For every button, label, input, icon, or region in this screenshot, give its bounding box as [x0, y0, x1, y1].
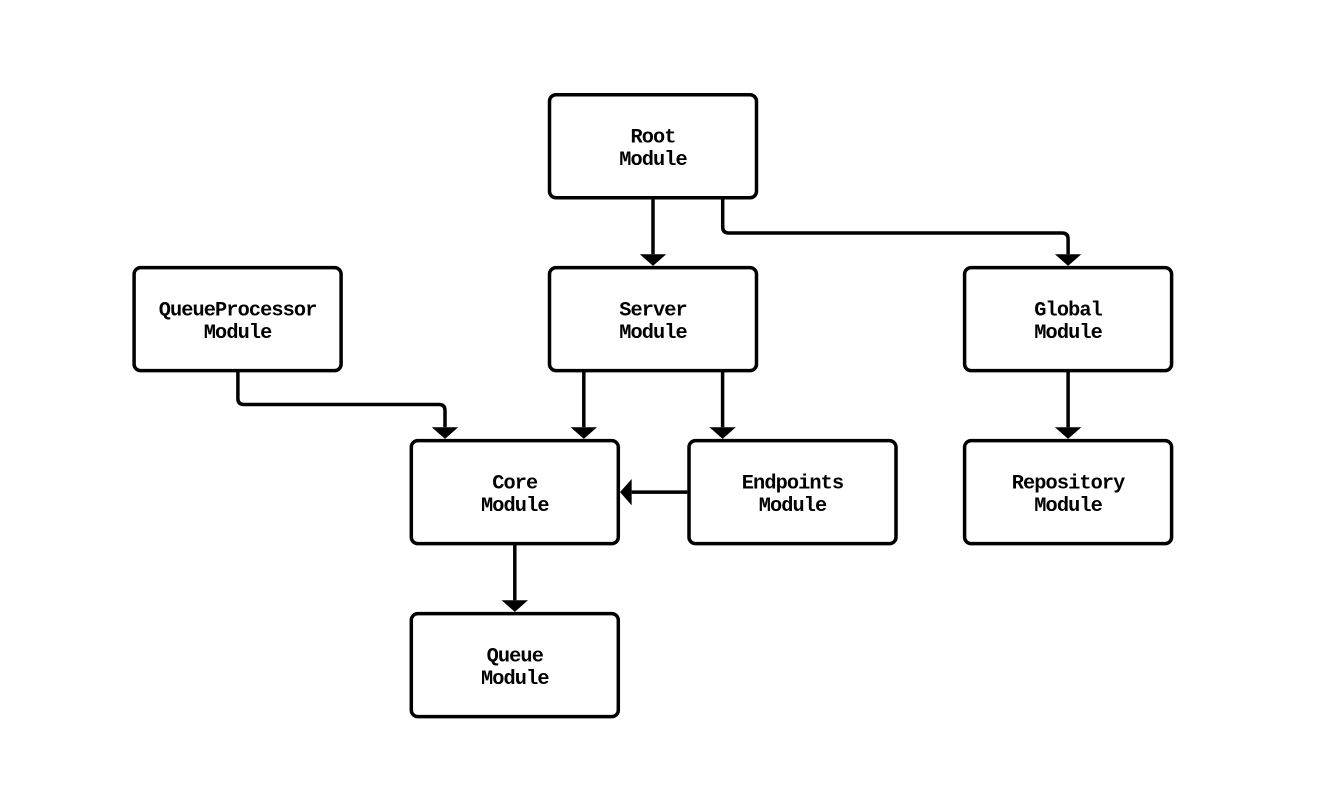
- svg-text:Server: Server: [619, 300, 687, 323]
- svg-text:Module: Module: [759, 495, 827, 518]
- svg-text:Module: Module: [204, 322, 272, 345]
- svg-text:Repository: Repository: [1012, 473, 1125, 496]
- svg-text:Module: Module: [1034, 322, 1102, 345]
- svg-text:Module: Module: [481, 668, 549, 691]
- svg-text:Queue: Queue: [487, 646, 544, 669]
- svg-text:QueueProcessor: QueueProcessor: [159, 300, 317, 323]
- svg-text:Endpoints: Endpoints: [742, 473, 843, 496]
- svg-text:Module: Module: [1034, 495, 1102, 518]
- svg-text:Core: Core: [492, 473, 538, 496]
- svg-text:Module: Module: [481, 495, 549, 518]
- svg-text:Module: Module: [619, 149, 687, 172]
- svg-text:Module: Module: [619, 322, 687, 345]
- svg-text:Global: Global: [1034, 300, 1102, 323]
- svg-text:Root: Root: [630, 127, 675, 150]
